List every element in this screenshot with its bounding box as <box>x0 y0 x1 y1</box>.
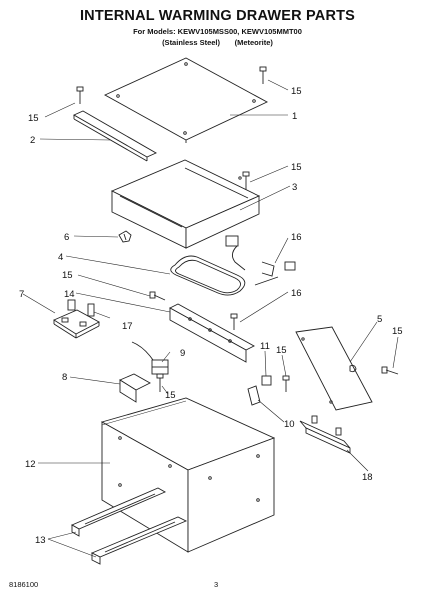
callout-17: 17 <box>122 321 133 332</box>
page-number: 3 <box>214 580 219 589</box>
callout-15-g: 15 <box>165 390 176 401</box>
models-line: For Models: KEWV105MSS00, KEWV105MMT00 <box>133 27 302 36</box>
callout-5: 5 <box>377 314 382 325</box>
part-drawer-housing <box>110 159 261 249</box>
part-switch-mount <box>247 385 261 406</box>
callout-4: 4 <box>58 252 63 263</box>
part-thermostat-bracket <box>119 373 151 403</box>
callout-13: 13 <box>35 535 46 546</box>
screw-side-panel <box>381 366 399 375</box>
callout-15-a: 15 <box>28 113 39 124</box>
callout-8: 8 <box>62 372 67 383</box>
doc-number: 8186100 <box>9 580 39 589</box>
part-switch <box>261 375 290 392</box>
part-standoff <box>87 303 95 317</box>
part-side-panel <box>295 326 373 411</box>
callout-15-e: 15 <box>392 326 403 337</box>
callout-12: 12 <box>25 459 36 470</box>
part-clip <box>118 230 132 243</box>
callout-15-c: 15 <box>291 162 302 173</box>
part-heating-element <box>170 235 296 296</box>
part-cabinet <box>100 397 276 553</box>
callout-15-d: 15 <box>62 270 73 281</box>
part-slide-rail-lower <box>90 516 188 565</box>
part-top-panel <box>104 57 268 143</box>
callout-15-f: 15 <box>276 345 287 356</box>
callout-15-b: 15 <box>291 86 302 97</box>
screw-thermostat <box>156 373 164 392</box>
callout-10: 10 <box>284 419 295 430</box>
callout-6: 6 <box>64 232 69 243</box>
part-thermostat <box>131 341 169 375</box>
screw-bracket <box>230 313 238 330</box>
finish-line: (Stainless Steel) (Meteorite) <box>162 38 273 47</box>
screw-left-top <box>76 86 84 104</box>
callout-2: 2 <box>30 135 35 146</box>
callout-7: 7 <box>19 289 24 300</box>
callout-3: 3 <box>292 182 297 193</box>
screw-right-top <box>259 66 267 84</box>
callout-16-a: 16 <box>291 232 302 243</box>
part-rail-bracket <box>299 415 351 454</box>
callout-18: 18 <box>362 472 373 483</box>
part-support-bar <box>73 110 157 162</box>
diagram-title: INTERNAL WARMING DRAWER PARTS <box>79 8 356 24</box>
callout-1: 1 <box>292 111 297 122</box>
callout-14: 14 <box>64 289 75 300</box>
part-bracket-rail <box>169 303 255 363</box>
part-slide-rail-upper <box>70 487 167 537</box>
callout-11: 11 <box>260 341 270 352</box>
callout-9: 9 <box>180 348 185 359</box>
screw-mid-right <box>242 171 250 190</box>
callout-16-b: 16 <box>291 288 302 299</box>
screw-element <box>149 291 166 301</box>
